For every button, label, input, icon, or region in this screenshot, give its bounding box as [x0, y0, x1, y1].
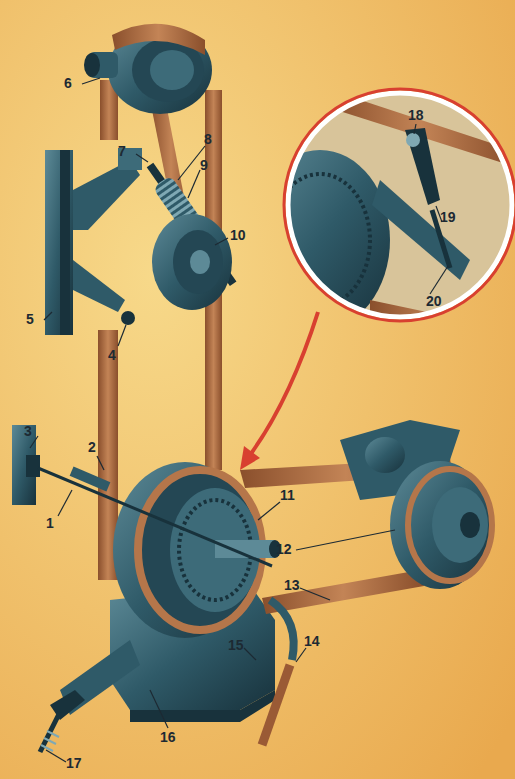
callout-number: 19 [440, 210, 456, 224]
callout-number: 7 [118, 144, 126, 158]
callout-number: 11 [280, 488, 295, 502]
drive-pulley [113, 462, 281, 638]
callout-number: 14 [304, 634, 320, 648]
callout-number: 1 [46, 516, 54, 530]
callout-number: 12 [276, 542, 292, 556]
callout-number: 15 [228, 638, 244, 652]
belt [262, 570, 424, 614]
adjusting-bolt [40, 712, 60, 752]
callout-number: 9 [200, 158, 208, 172]
detail-inset [250, 89, 515, 345]
callout-number: 20 [426, 294, 442, 308]
reference-arrow [240, 312, 318, 470]
callout-number: 6 [64, 76, 72, 90]
callout-number: 13 [284, 578, 300, 592]
leader-lines [30, 78, 448, 762]
callout-number: 18 [408, 108, 424, 122]
callout-number: 17 [66, 756, 82, 770]
wall-bracket [12, 425, 40, 505]
callout-number: 5 [26, 312, 34, 326]
motor-pulley [340, 420, 492, 589]
drive-shaft [262, 600, 294, 745]
callout-number: 16 [160, 730, 176, 744]
callout-number: 2 [88, 440, 96, 454]
callout-number: 4 [108, 348, 116, 362]
tension-rod [38, 467, 272, 566]
idler-pulley [121, 214, 232, 325]
bracket [45, 148, 142, 335]
callout-number: 10 [230, 228, 246, 242]
callout-number: 8 [204, 132, 212, 146]
pulley [84, 24, 212, 114]
callout-number: 3 [24, 424, 32, 438]
